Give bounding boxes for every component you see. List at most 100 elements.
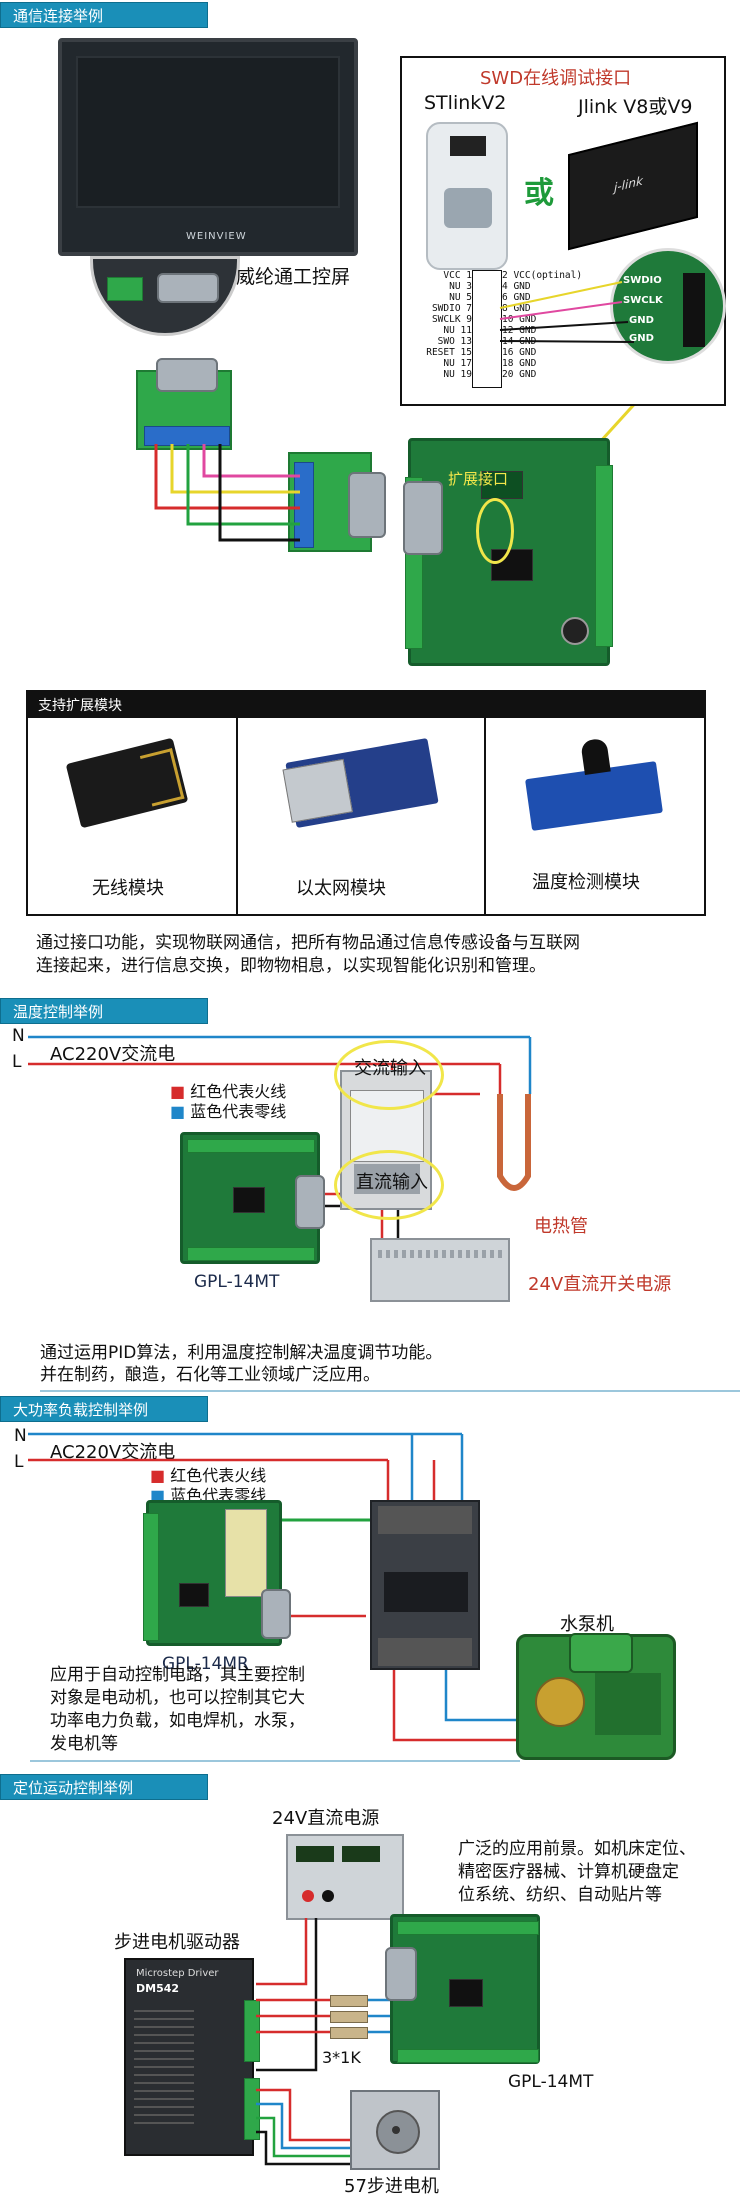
red-wire-legend: ■ 红色代表火线 <box>150 1466 267 1485</box>
wire-black <box>218 444 300 542</box>
stlink-device <box>426 122 508 270</box>
pin-label: RESET 15 <box>426 347 472 358</box>
swd-debug-panel: SWD在线调试接口 STlinkV2 Jlink V8或V9 或 j-link … <box>400 56 726 406</box>
controller-board <box>403 438 613 666</box>
heater-label: 电热管 <box>534 1212 588 1238</box>
module-label: 无线模块 <box>92 878 164 899</box>
ac-contactor <box>370 1500 480 1670</box>
section-title-power: 大功率负载控制举例 <box>0 1396 208 1422</box>
module-label: 以太网模块 <box>296 878 386 899</box>
zoom-label: GND <box>629 333 654 344</box>
pin-label: SWDIO 7 <box>431 303 472 314</box>
modules-title: 支持扩展模块 <box>38 698 122 714</box>
wire-pink <box>202 444 300 478</box>
section-title-temp: 温度控制举例 <box>0 998 208 1024</box>
neutral-label: N <box>12 1026 25 1046</box>
ac-input-highlight <box>334 1040 444 1110</box>
stepper-motor <box>350 2090 440 2170</box>
psu-label: 24V直流开关电源 <box>528 1270 671 1296</box>
motion-desc-line: 精密医疗器械、计算机硬盘定 <box>458 1862 679 1882</box>
hmi-brand: WEINVIEW <box>186 231 247 242</box>
ac-label: AC220V交流电 <box>50 1044 176 1065</box>
wire-red <box>154 444 300 510</box>
zoom-label: SWDIO <box>623 275 662 286</box>
pin-label: 2 VCC(optinal) <box>502 270 583 281</box>
pin-label: 18 GND <box>502 358 537 369</box>
pin-label: NU 17 <box>443 358 472 369</box>
motion-desc-line: 广泛的应用前景。如机床定位、 <box>458 1839 696 1859</box>
or-label: 或 <box>524 176 554 211</box>
jlink-label: Jlink V8或V9 <box>578 96 693 118</box>
water-pump <box>516 1633 676 1760</box>
expansion-highlight <box>476 498 514 564</box>
hmi-label: 威纶通工控屏 <box>236 266 351 288</box>
module-label: 温度检测模块 <box>532 872 640 893</box>
db9-adapter-2 <box>288 452 386 552</box>
wire-yellow <box>170 444 300 494</box>
pump-label: 水泵机 <box>560 1614 614 1635</box>
live-label: L <box>12 1052 22 1072</box>
live-label: L <box>14 1452 24 1472</box>
pin-label: 16 GND <box>502 347 537 358</box>
driver-model: DM542 <box>136 1982 180 1995</box>
divider <box>30 1760 520 1762</box>
red-wire-legend: ■ 红色代表火线 <box>170 1082 287 1101</box>
power-desc-line: 应用于自动控制电路，其主要控制 <box>50 1665 305 1685</box>
power-desc-line: 功率电力负载，如电焊机，水泵， <box>50 1711 305 1731</box>
resistor-label: 3*1K <box>322 2048 361 2067</box>
driver-name: Microstep Driver <box>136 1968 219 1979</box>
pin-label: 20 GND <box>502 369 537 380</box>
resistor <box>330 2011 368 2023</box>
board-model-label: GPL-14MT <box>194 1272 280 1292</box>
motor-label: 57步进电机 <box>344 2176 439 2197</box>
controller-board-relay <box>143 1500 291 1646</box>
modules-desc-line: 连接起来，进行信息交换，即物物相息，以实现智能化识别和管理。 <box>36 956 546 976</box>
neutral-label: N <box>14 1426 27 1446</box>
switching-power-supply <box>370 1238 510 1302</box>
pin-labels-left: VCC 1 NU 3 NU 5 SWDIO 7 SWCLK 9 NU 11 SW… <box>408 270 472 380</box>
dc-power-supply <box>286 1834 404 1920</box>
resistor <box>330 1995 368 2007</box>
stepper-driver: Microstep Driver DM542 <box>124 1958 260 2156</box>
motion-desc-line: 位系统、纺织、自动贴片等 <box>458 1885 662 1905</box>
section-title-motion: 定位运动控制举例 <box>0 1774 208 1800</box>
controller-board-motion <box>385 1914 540 2064</box>
pin-label: NU 3 <box>449 281 472 292</box>
dc-input-label: 直流输入 <box>356 1172 428 1193</box>
stlink-label: STlinkV2 <box>424 92 507 114</box>
board-model-label: GPL-14MR <box>162 1654 249 1674</box>
red-wire-legend-text: 红色代表火线 <box>170 1466 267 1485</box>
red-wire-legend-text: 红色代表火线 <box>190 1082 287 1101</box>
ac-input-label: 交流输入 <box>354 1058 426 1079</box>
pin-label: SWO 13 <box>437 336 472 347</box>
expansion-label: 扩展接口 <box>448 470 509 488</box>
board-model-label: GPL-14MT <box>508 2072 594 2092</box>
swd-title: SWD在线调试接口 <box>480 68 632 89</box>
power-desc-line: 发电机等 <box>50 1734 118 1754</box>
dc-input-highlight <box>334 1150 444 1220</box>
modules-header: 支持扩展模块 <box>26 690 706 718</box>
pin-label: NU 19 <box>443 369 472 380</box>
psu-label-text: 24V直流开关电源 <box>528 1274 672 1295</box>
hmi-display <box>76 56 340 208</box>
pin-label: 10 GND <box>502 314 537 325</box>
ac-label: AC220V交流电 <box>50 1442 176 1463</box>
zoom-label: SWCLK <box>623 295 663 306</box>
controller-board-temp <box>180 1132 325 1264</box>
wire-green <box>186 444 300 526</box>
pin-label: 6 GND <box>502 292 531 303</box>
temp-desc-line: 并在制药，酿造，石化等工业领域广泛应用。 <box>40 1365 380 1385</box>
pin-label: NU 11 <box>443 325 472 336</box>
pin-label: 4 GND <box>502 281 531 292</box>
power-desc-line: 对象是电动机，也可以控制其它大 <box>50 1688 305 1708</box>
hmi-port-zoom <box>90 256 240 336</box>
modules-panel: 支持扩展模块 无线模块 以太网模块 温度检测模块 <box>26 690 706 916</box>
heater-label-text: 电热管 <box>534 1216 588 1237</box>
section-title-comm: 通信连接举例 <box>0 2 208 28</box>
hmi-touchscreen: WEINVIEW <box>58 38 358 256</box>
modules-desc-line: 通过接口功能，实现物联网通信，把所有物品通过信息传感设备与互联网 <box>36 933 580 953</box>
driver-label: 步进电机驱动器 <box>114 1932 240 1953</box>
swd-zoom-circle: SWDIO SWCLK GND GND <box>610 248 726 364</box>
